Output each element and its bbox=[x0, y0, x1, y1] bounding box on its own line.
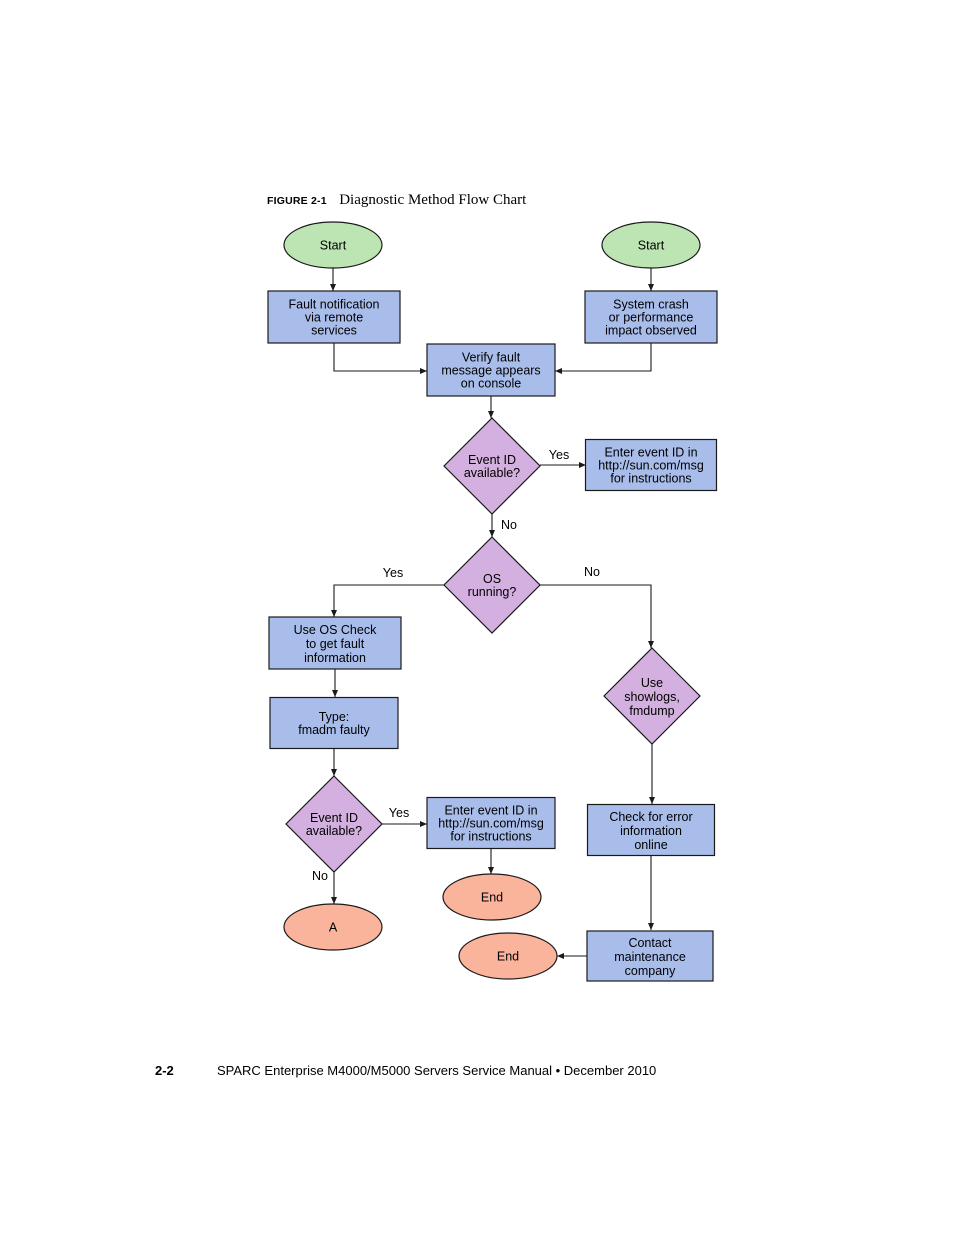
node-label: services bbox=[311, 324, 357, 338]
process-box bbox=[269, 696, 399, 750]
node-label: Start bbox=[320, 239, 347, 253]
terminator-shape bbox=[283, 221, 383, 269]
node-label: available? bbox=[306, 824, 362, 838]
edge-label-event1-no: No bbox=[501, 518, 517, 532]
node-label: showlogs, bbox=[624, 690, 680, 704]
node-label: on console bbox=[461, 377, 522, 391]
node-label: message appears bbox=[441, 364, 540, 378]
node-label: information bbox=[620, 824, 682, 838]
node-label: fmdump bbox=[629, 704, 674, 718]
node-label: OS bbox=[483, 572, 501, 586]
node-label: available? bbox=[464, 466, 520, 480]
node-start-right: Start bbox=[601, 221, 701, 269]
terminator-shape bbox=[283, 903, 383, 951]
connector-arrow bbox=[333, 343, 427, 374]
process-box bbox=[586, 930, 714, 982]
node-label: Check for error bbox=[609, 810, 692, 824]
node-label: End bbox=[481, 891, 503, 905]
edge-label-event2-yes: Yes bbox=[389, 806, 409, 820]
node-label: Type: bbox=[319, 710, 350, 724]
node-label: A bbox=[329, 921, 338, 935]
decision-diamond bbox=[285, 775, 383, 873]
node-label: Event ID bbox=[310, 811, 358, 825]
node-label: for instructions bbox=[450, 830, 531, 844]
terminator-shape bbox=[442, 873, 542, 921]
node-label: http://sun.com/msg bbox=[438, 817, 544, 831]
node-label: fmadm faulty bbox=[298, 723, 370, 737]
figure-caption: FIGURE 2-1 Diagnostic Method Flow Chart bbox=[267, 191, 526, 209]
node-label: End bbox=[497, 950, 519, 964]
decision-diamond bbox=[603, 647, 701, 745]
process-box bbox=[584, 290, 718, 344]
decision-diamond bbox=[443, 417, 541, 515]
node-label: Use OS Check bbox=[294, 623, 377, 637]
edge-label-event1-yes: Yes bbox=[549, 448, 569, 462]
node-label: http://sun.com/msg bbox=[598, 459, 704, 473]
figure-title: Diagnostic Method Flow Chart bbox=[339, 192, 527, 208]
process-box bbox=[586, 803, 716, 857]
node-label: Event ID bbox=[468, 453, 516, 467]
connector-arrow bbox=[540, 584, 654, 648]
connector-arrow bbox=[331, 584, 444, 617]
terminator-shape bbox=[601, 221, 701, 269]
node-label: Start bbox=[638, 239, 665, 253]
connector-lines bbox=[330, 268, 655, 959]
process-box bbox=[426, 343, 556, 397]
edge-label-os-yes: Yes bbox=[383, 566, 403, 580]
node-label: company bbox=[625, 964, 676, 978]
node-label: Verify fault bbox=[462, 351, 521, 365]
node-end-mid: End bbox=[442, 873, 542, 921]
footer-title: SPARC Enterprise M4000/M5000 Servers Ser… bbox=[217, 1063, 657, 1078]
node-label: or performance bbox=[609, 311, 694, 325]
node-label: System crash bbox=[613, 298, 689, 312]
page-number: 2-2 bbox=[155, 1063, 174, 1078]
node-label: information bbox=[304, 651, 366, 665]
node-start-left: Start bbox=[283, 221, 383, 269]
process-box bbox=[584, 438, 718, 492]
edge-label-os-no: No bbox=[584, 565, 600, 579]
node-label: via remote bbox=[305, 311, 363, 325]
decision-diamond bbox=[443, 536, 541, 634]
node-label: impact observed bbox=[605, 324, 697, 338]
node-type-fmadm: Type:fmadm faulty bbox=[269, 696, 399, 750]
node-label: Fault notification bbox=[288, 298, 379, 312]
process-box bbox=[268, 616, 402, 670]
node-label: maintenance bbox=[614, 950, 686, 964]
node-label: Enter event ID in bbox=[604, 446, 697, 460]
process-box bbox=[426, 796, 556, 850]
node-label: Contact bbox=[628, 936, 672, 950]
node-label: online bbox=[634, 838, 667, 852]
node-label: Use bbox=[641, 676, 663, 690]
node-end-right: End bbox=[458, 932, 558, 980]
node-label: Enter event ID in bbox=[444, 804, 537, 818]
edge-label-event2-no: No bbox=[312, 869, 328, 883]
terminator-shape bbox=[458, 932, 558, 980]
node-label: to get fault bbox=[306, 637, 365, 651]
node-label: running? bbox=[468, 585, 517, 599]
process-box bbox=[267, 290, 401, 344]
node-label: for instructions bbox=[610, 472, 691, 486]
connector-arrow bbox=[555, 343, 652, 374]
figure-label: FIGURE 2-1 bbox=[267, 195, 327, 207]
node-connector-a: A bbox=[283, 903, 383, 951]
